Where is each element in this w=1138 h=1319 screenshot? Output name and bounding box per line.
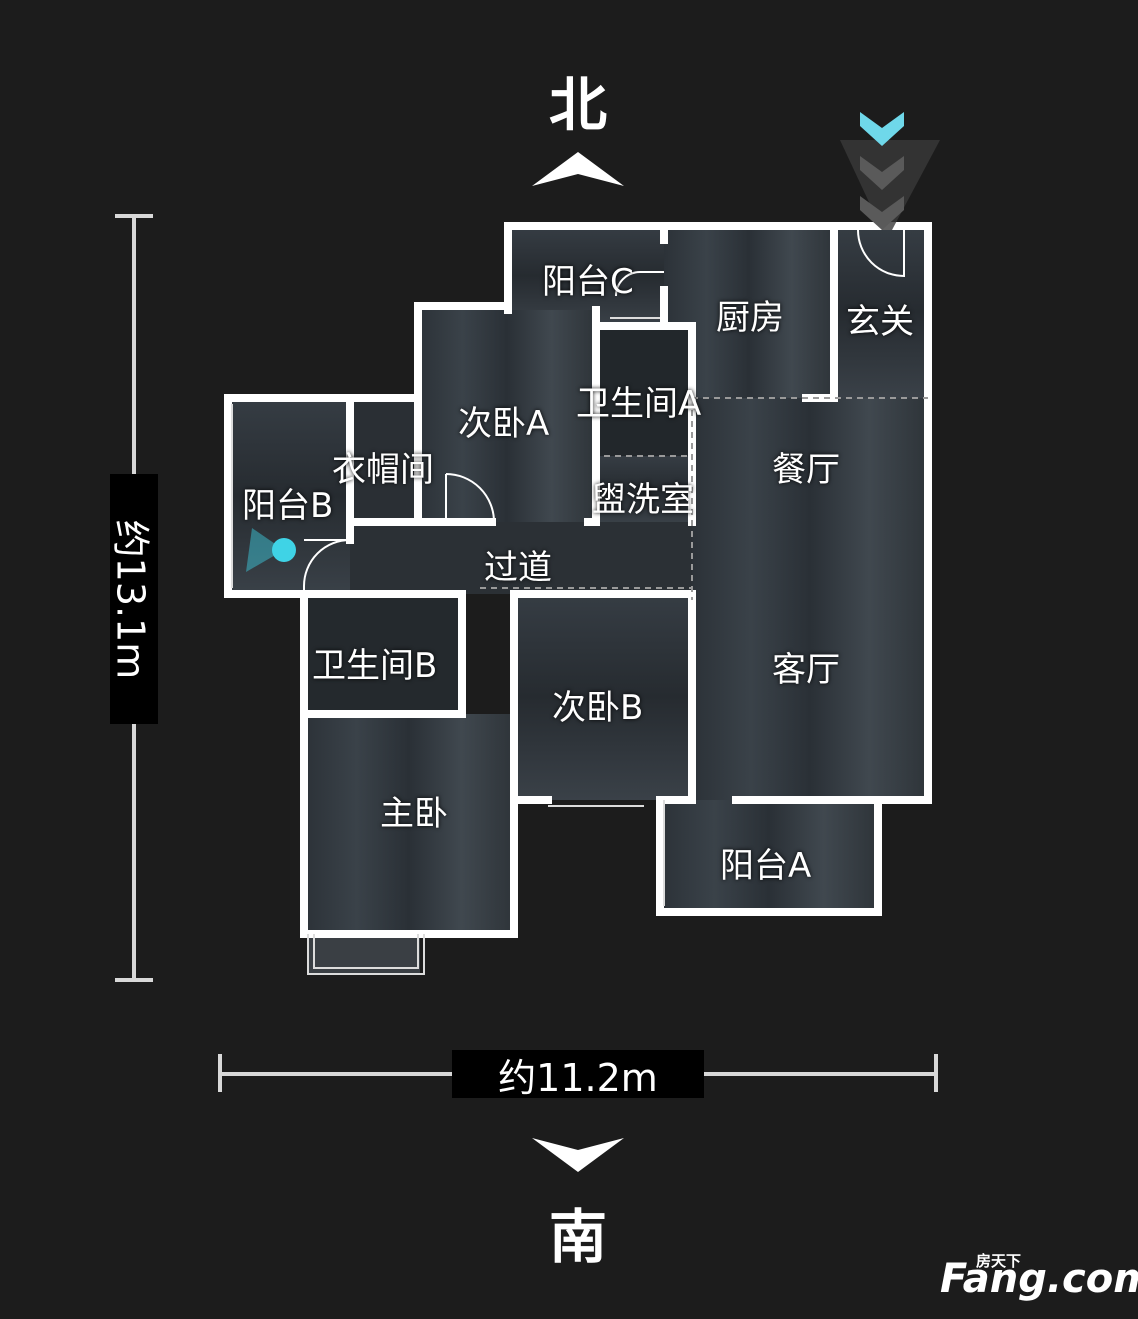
entrance-floor xyxy=(834,226,928,398)
height-dim-box: 约13.1m xyxy=(109,474,158,724)
room-label-entrance: 玄关 xyxy=(846,302,914,342)
balcony-b-floor xyxy=(228,398,350,594)
room-label-kitchen: 厨房 xyxy=(716,298,784,338)
room-label-bedroom-b: 次卧B xyxy=(552,688,644,728)
room-label-master-bedroom: 主卧 xyxy=(380,794,448,834)
watermark-subtitle: 房天下 xyxy=(976,1252,1022,1270)
north-arrow-icon xyxy=(532,152,624,186)
entrance-arrow-icon xyxy=(840,112,940,230)
room-label-bedroom-a: 次卧A xyxy=(458,404,550,444)
thin-lines xyxy=(231,317,665,975)
room-label-dining: 餐厅 xyxy=(772,450,840,490)
door-swings xyxy=(303,229,905,594)
south-label: 南 xyxy=(548,1203,607,1271)
width-dim-label: 约11.2m xyxy=(452,1050,704,1100)
room-label-bathroom-a: 卫生间A xyxy=(576,384,702,424)
cloakroom-floor xyxy=(350,398,418,522)
room-label-balcony-a: 阳台A xyxy=(720,846,812,886)
bathroom-a-floor xyxy=(596,330,692,456)
viewpoint-marker-icon xyxy=(246,528,296,572)
south-arrow-icon xyxy=(532,1138,624,1172)
bathroom-b-floor xyxy=(304,594,462,714)
room-label-cloakroom: 衣帽间 xyxy=(332,450,434,490)
height-dim-cap-bottom xyxy=(115,978,153,982)
balcony-c-floor xyxy=(508,226,668,326)
walls xyxy=(224,222,932,938)
bedroom-a-floor xyxy=(418,310,596,522)
dashed-boundaries xyxy=(480,397,928,600)
watermark-logo: Fang.com xyxy=(940,1256,1138,1302)
width-dim-cap-right xyxy=(934,1054,938,1092)
corridor-floor xyxy=(350,522,694,594)
master-floor xyxy=(304,714,514,934)
room-label-washroom: 盥洗室 xyxy=(592,480,694,520)
north-label: 北 xyxy=(548,71,607,139)
bedroom-b-floor xyxy=(514,594,692,800)
room-label-bathroom-b: 卫生间B xyxy=(312,646,438,686)
dining-living-floor xyxy=(692,398,928,800)
room-label-living: 客厅 xyxy=(772,650,840,690)
washroom-floor xyxy=(596,456,692,524)
room-label-balcony-b: 阳台B xyxy=(242,486,334,526)
room-label-corridor: 过道 xyxy=(484,548,552,588)
room-label-balcony-c: 阳台C xyxy=(542,262,634,302)
balcony-a-floor xyxy=(660,800,878,912)
